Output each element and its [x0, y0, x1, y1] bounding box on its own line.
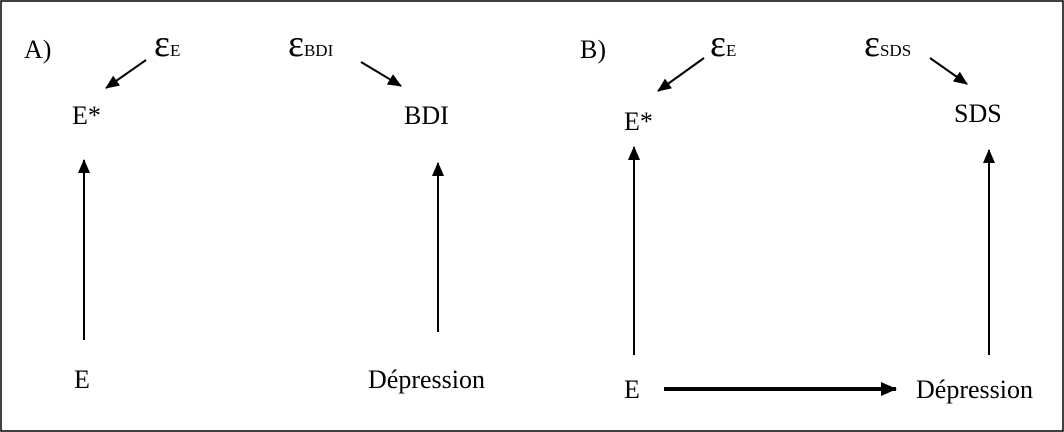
panel-a-label: A)	[24, 35, 51, 64]
panel-a-depression: Dépression	[368, 365, 485, 394]
panel-a-epsilon-bdi: εBDI	[288, 23, 334, 65]
panel-a: A) εE E* E εBDI BDI Dépression	[24, 23, 485, 394]
panel-a-epsilon-e: εE	[154, 23, 180, 65]
panel-b: B) εE E* E εSDS SDS Dépression	[580, 23, 1033, 404]
epsilon-symbol: ε	[864, 23, 880, 65]
epsilon-subscript: BDI	[304, 41, 334, 60]
arrow-epsilon-e-to-e-star	[105, 59, 147, 89]
panel-a-bdi: BDI	[404, 101, 449, 130]
epsilon-subscript: SDS	[880, 41, 911, 60]
epsilon-subscript: E	[170, 41, 180, 60]
arrow-epsilon-e-to-e-star	[657, 57, 705, 92]
panel-b-sds: SDS	[954, 99, 1002, 128]
panel-b-epsilon-sds: εSDS	[864, 23, 911, 65]
panel-b-e: E	[624, 375, 640, 404]
panel-a-e: E	[74, 365, 90, 394]
epsilon-subscript: E	[726, 41, 736, 60]
panel-b-depression: Dépression	[916, 375, 1033, 404]
panel-b-e-star: E*	[624, 107, 653, 136]
arrow-epsilon-sds-to-sds	[929, 57, 968, 85]
epsilon-symbol: ε	[710, 23, 726, 65]
epsilon-symbol: ε	[288, 23, 304, 65]
panel-a-e-star: E*	[72, 101, 101, 130]
arrow-epsilon-bdi-to-bdi	[360, 61, 402, 87]
panel-b-epsilon-e: εE	[710, 23, 736, 65]
panel-b-label: B)	[580, 35, 606, 64]
epsilon-symbol: ε	[154, 23, 170, 65]
